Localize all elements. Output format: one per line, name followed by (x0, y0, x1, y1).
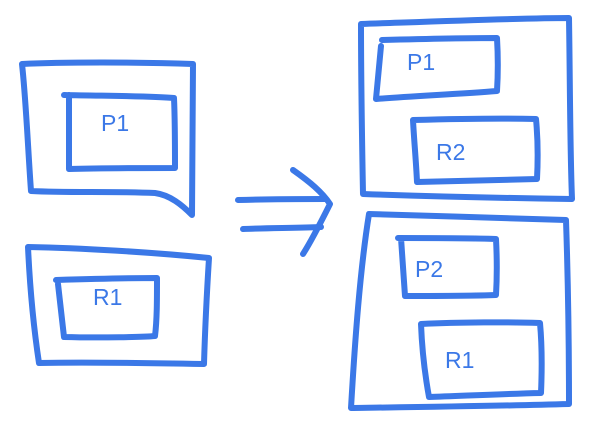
right-top-second-label: R2 (436, 139, 465, 165)
left-top-outer-box (19, 59, 196, 218)
left-top-inner-label: P1 (101, 110, 129, 136)
left-bottom-container: R1 (25, 244, 212, 367)
double-arrow-right-icon (235, 167, 333, 257)
right-top-container: P1 R2 (358, 15, 575, 202)
right-top-first-box (373, 35, 501, 102)
right-bottom-container: P2 R1 (348, 211, 572, 411)
left-bottom-inner-label: R1 (93, 284, 122, 310)
right-bottom-first-label: P2 (415, 256, 443, 282)
left-bottom-inner-box (53, 275, 160, 341)
right-top-first-label: P1 (407, 49, 435, 75)
right-top-outer-box (358, 15, 575, 202)
arrow-head (290, 167, 333, 257)
right-top-second-box (410, 115, 541, 185)
right-bottom-second-label: R1 (445, 347, 474, 373)
left-top-inner-box (61, 92, 178, 172)
right-bottom-outer-box (348, 211, 572, 411)
left-bottom-outer-box (25, 244, 212, 367)
arrow-line-top (235, 196, 328, 203)
right-bottom-second-box (418, 319, 545, 400)
right-bottom-first-box (395, 235, 500, 299)
arrow-line-bottom (240, 224, 324, 232)
left-top-container: P1 (19, 59, 196, 218)
